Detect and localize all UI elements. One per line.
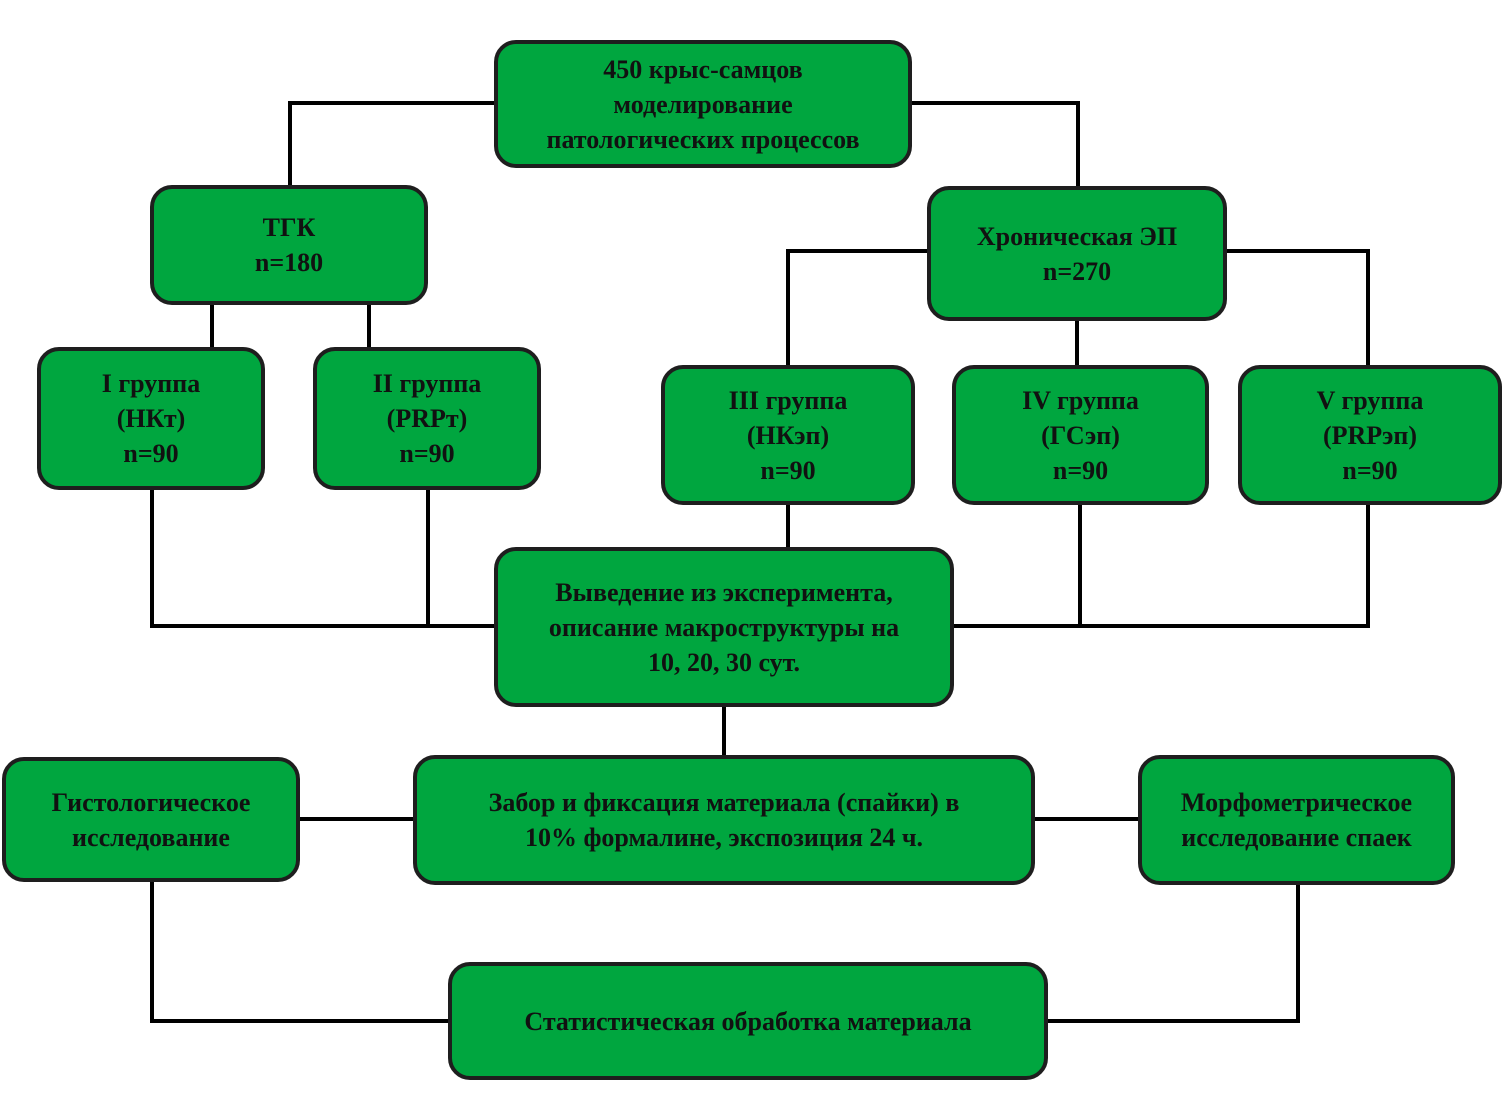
histology-box: Гистологическое исследование bbox=[2, 757, 300, 882]
group-3-count: n=90 bbox=[760, 455, 816, 485]
connector-histology-statistics bbox=[150, 870, 453, 1023]
root-box: 450 крыс-самцов моделирование патологиче… bbox=[494, 40, 912, 168]
group-2-code: (PRPт) bbox=[386, 404, 468, 433]
chronic-count: n=270 bbox=[1042, 256, 1112, 286]
connector-chronic-group3 bbox=[786, 249, 932, 369]
group-4-count: n=90 bbox=[1052, 455, 1109, 485]
group-4-name: IV группа bbox=[1022, 385, 1139, 415]
group-1-name: I группа bbox=[101, 369, 201, 398]
tgk-count: n=180 bbox=[254, 248, 324, 277]
group-5-code: (PRPэп) bbox=[1322, 420, 1418, 450]
withdrawal-line-3: 10, 20, 30 сут. bbox=[647, 647, 800, 677]
sampling-line-1: Забор и фиксация материала (спайки) в bbox=[488, 788, 960, 817]
group-3-box: III группа (НКэп) n=90 bbox=[661, 365, 915, 505]
connector-group5-withdrawal bbox=[950, 501, 1370, 628]
histology-line-1: Гистологическое bbox=[51, 787, 251, 817]
connector-root-chronic bbox=[908, 101, 1080, 190]
root-line-1: 450 крыс-самцов bbox=[603, 54, 803, 84]
group-2-count: n=90 bbox=[399, 439, 455, 468]
connector-group1-withdrawal bbox=[150, 486, 498, 628]
statistics-box: Статистическая обработка материала bbox=[448, 962, 1048, 1080]
morphometry-box: Морфометрическое исследование спаек bbox=[1138, 755, 1455, 885]
morphometry-line-2: исследование спаек bbox=[1181, 823, 1412, 852]
group-1-count: n=90 bbox=[123, 439, 179, 468]
group-2-name: II группа bbox=[372, 369, 482, 398]
group-5-box: V группа (PRPэп) n=90 bbox=[1238, 365, 1502, 505]
group-4-code: (ГСэп) bbox=[1041, 420, 1120, 450]
chronic-title: Хроническая ЭП bbox=[976, 221, 1178, 251]
withdrawal-line-2: описание макроструктуры на bbox=[548, 612, 900, 642]
connector-root-tgk bbox=[288, 101, 498, 189]
group-1-box: I группа (НКт) n=90 bbox=[37, 347, 265, 490]
root-line-3: патологических процессов bbox=[546, 124, 860, 154]
group-4-box: IV группа (ГСэп) n=90 bbox=[952, 365, 1209, 505]
statistics-line-1: Статистическая обработка материала bbox=[524, 1006, 972, 1036]
connector-morphometry-statistics bbox=[1042, 879, 1300, 1023]
group-3-code: (НКэп) bbox=[746, 420, 830, 450]
group-5-count: n=90 bbox=[1342, 455, 1398, 485]
sampling-line-2: 10% формалине, экспозиция 24 ч. bbox=[524, 823, 924, 852]
root-line-2: моделирование bbox=[613, 89, 793, 119]
chronic-box: Хроническая ЭП n=270 bbox=[927, 186, 1227, 321]
tgk-box: ТГК n=180 bbox=[150, 185, 428, 305]
withdrawal-box: Выведение из эксперимента, описание макр… bbox=[494, 547, 954, 707]
group-1-code: (НКт) bbox=[116, 404, 186, 433]
morphometry-line-1: Морфометрическое bbox=[1180, 788, 1413, 817]
sampling-box: Забор и фиксация материала (спайки) в 10… bbox=[413, 755, 1035, 885]
histology-line-2: исследование bbox=[72, 822, 230, 852]
connector-chronic-group5 bbox=[1222, 249, 1370, 369]
tgk-title: ТГК bbox=[262, 213, 316, 242]
group-5-name: V группа bbox=[1316, 385, 1424, 415]
group-2-box: II группа (PRPт) n=90 bbox=[313, 347, 541, 490]
withdrawal-line-1: Выведение из эксперимента, bbox=[555, 577, 893, 607]
group-3-name: III группа bbox=[728, 385, 848, 415]
